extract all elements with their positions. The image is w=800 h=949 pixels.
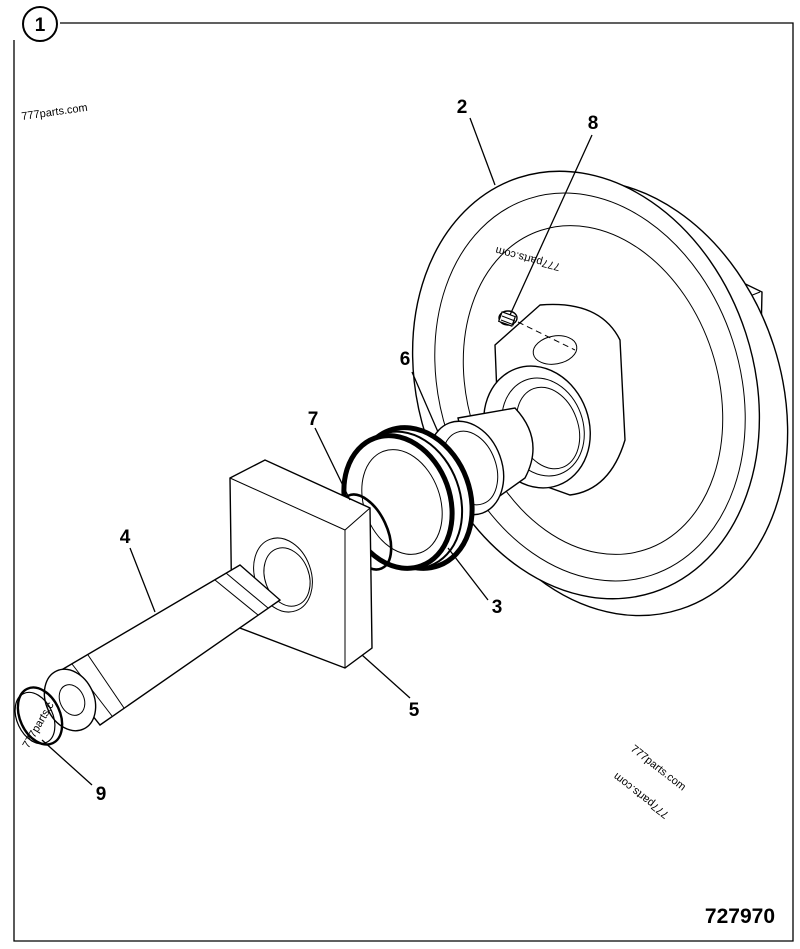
callout-5: 5 — [409, 700, 420, 721]
callout-4: 4 — [120, 527, 131, 548]
sheet-index-label: 1 — [35, 15, 46, 36]
callout-8: 8 — [588, 113, 599, 134]
sheet-index-badge: 1 — [22, 6, 58, 42]
idler-shaft — [43, 564, 282, 732]
callout-9: 9 — [96, 784, 107, 805]
callout-3: 3 — [492, 597, 503, 618]
pipe-plug — [497, 310, 518, 327]
callout-2: 2 — [457, 97, 468, 118]
leader-lines — [41, 117, 593, 786]
snap-ring — [14, 686, 64, 746]
drawing-frame — [13, 22, 794, 942]
watermark-top-left: 777parts.com — [21, 102, 89, 123]
callout-7: 7 — [308, 409, 319, 430]
idler-wheel — [411, 170, 789, 617]
drawing-number: 727970 — [705, 905, 775, 928]
callout-6: 6 — [400, 349, 411, 370]
